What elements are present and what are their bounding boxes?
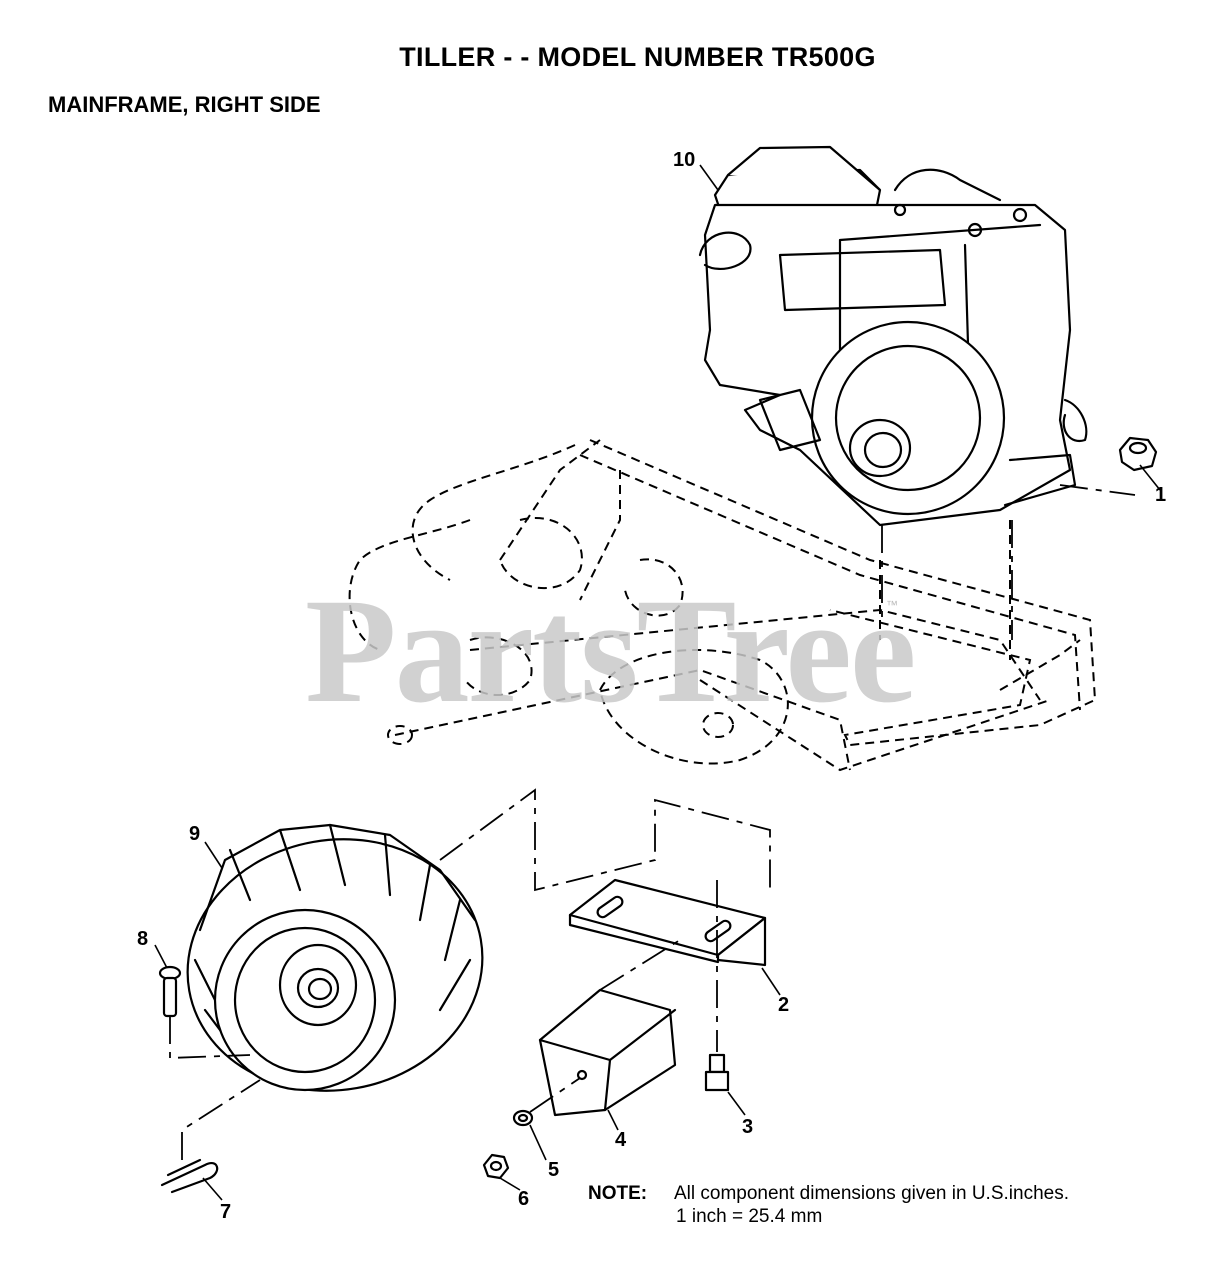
part-1-lock-nut [1118,436,1158,472]
part-4-weight [538,988,677,1117]
callout-5: 5 [548,1159,559,1181]
part-3-bolt [704,1053,730,1092]
section-subtitle: MAINFRAME, RIGHT SIDE [48,92,321,117]
callout-9: 9 [189,823,200,845]
note-label: NOTE: [588,1183,648,1204]
part-9-wheel [186,823,484,1092]
watermark-trademark: ™ [886,598,898,612]
part-6-nut [482,1153,510,1180]
callout-7: 7 [220,1201,231,1223]
callout-8: 8 [137,928,148,950]
page-title: TILLER - - MODEL NUMBER TR500G [399,42,876,72]
callout-1: 1 [1155,484,1166,506]
note-line-1: All component dimensions given in U.S.in… [674,1183,1069,1204]
part-7-hairpin [160,1079,261,1194]
part-8-clevis-pin [158,965,251,1059]
engine-part-10 [698,145,1088,527]
callout-10: 10 [673,149,695,171]
part-2-bracket [568,878,767,967]
callout-3: 3 [742,1116,753,1138]
callout-2: 2 [778,994,789,1016]
note-line-2: 1 inch = 25.4 mm [676,1206,823,1227]
part-5-washer [512,1109,534,1127]
callout-6: 6 [518,1188,529,1210]
dimensions-note: NOTE: All component dimensions given in U… [588,1182,1069,1228]
mainframe-dashed [348,439,1097,772]
watermark: PartsTree [305,568,916,734]
callout-4: 4 [615,1129,627,1151]
